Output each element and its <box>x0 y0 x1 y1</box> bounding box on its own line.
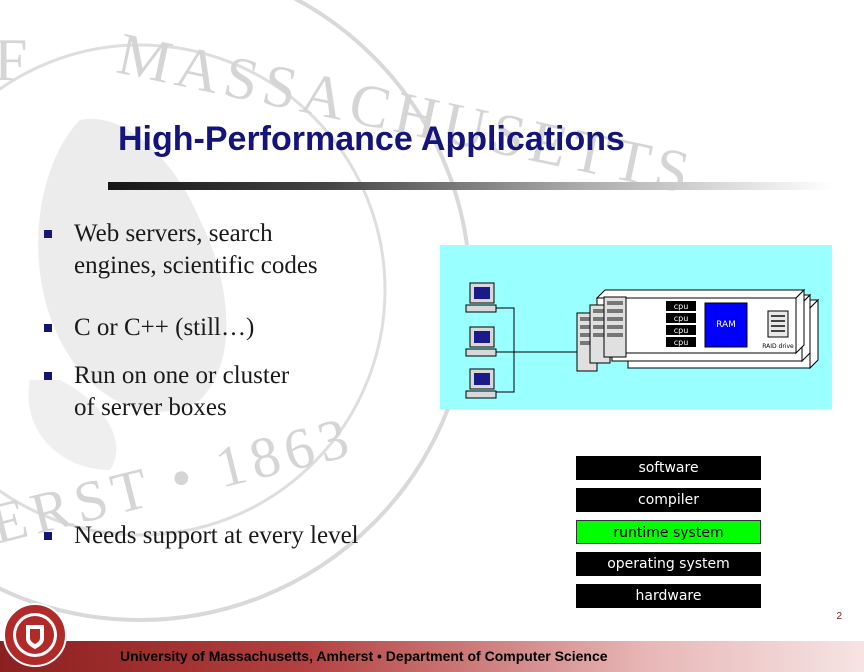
bullet-line: Needs support at every level <box>74 522 359 549</box>
cpu-label: cpu <box>674 302 689 311</box>
cpu-block: cpu <box>666 325 696 335</box>
slide-title: High-Performance Applications <box>118 120 625 158</box>
page-number: 2 <box>836 611 842 622</box>
stack-layer-software: software <box>576 456 761 480</box>
bullet-line: C or C++ (still…) <box>74 314 255 341</box>
bullet-line: engines, scientific codes <box>74 252 318 279</box>
bullet-line: Run on one or cluster <box>74 362 290 389</box>
footer-bar: University of Massachusetts, Amherst • D… <box>0 641 864 672</box>
university-seal-icon <box>3 603 67 667</box>
cpu-block: cpu <box>666 301 696 311</box>
client-computer-icon <box>465 282 497 313</box>
bullet-item: Web servers, search engines, scientific … <box>42 218 462 282</box>
seal-text-left: F <box>0 27 27 93</box>
cpu-block: cpu <box>666 337 696 347</box>
cluster-diagram-svg: cpu cpu cpu cpu RAM RAID drive <box>465 282 820 399</box>
cpu-block: cpu <box>666 313 696 323</box>
bullet-item: C or C++ (still…) <box>42 312 462 344</box>
cluster-diagram: cpu cpu cpu cpu RAM RAID drive <box>440 245 832 409</box>
bullet-square-icon <box>44 324 52 332</box>
raid-label: RAID drive <box>762 343 794 350</box>
stack-layer-compiler: compiler <box>576 488 761 512</box>
footer-text: University of Massachusetts, Amherst • D… <box>120 648 608 664</box>
title-divider <box>108 182 833 190</box>
cpu-label: cpu <box>674 338 689 347</box>
bullet-square-icon <box>44 532 52 540</box>
client-computer-icon <box>465 368 497 399</box>
bullet-square-icon <box>44 372 52 380</box>
bullet-item: Run on one or cluster of server boxes <box>42 360 462 424</box>
cpu-label: cpu <box>674 326 689 335</box>
client-computer-icon <box>465 326 497 357</box>
bullet-item: Needs support at every level <box>42 520 462 552</box>
bullet-line: Web servers, search <box>74 220 273 247</box>
network-lines <box>496 307 580 393</box>
bullet-line: of server boxes <box>74 394 227 421</box>
ram-label: RAM <box>716 320 736 330</box>
stack-layer-operating-system: operating system <box>576 552 761 576</box>
seal-text-upper: MASSACHUSETTS <box>112 20 701 207</box>
cpu-label: cpu <box>674 314 689 323</box>
bullet-square-icon <box>44 230 52 238</box>
raid-drive-icon: RAID drive <box>762 310 794 350</box>
tower-server-icon <box>603 296 627 358</box>
ram-block: RAM <box>704 302 748 348</box>
stack-layer-hardware: hardware <box>576 584 761 608</box>
stack-layer-runtime-system: runtime system <box>576 520 761 544</box>
